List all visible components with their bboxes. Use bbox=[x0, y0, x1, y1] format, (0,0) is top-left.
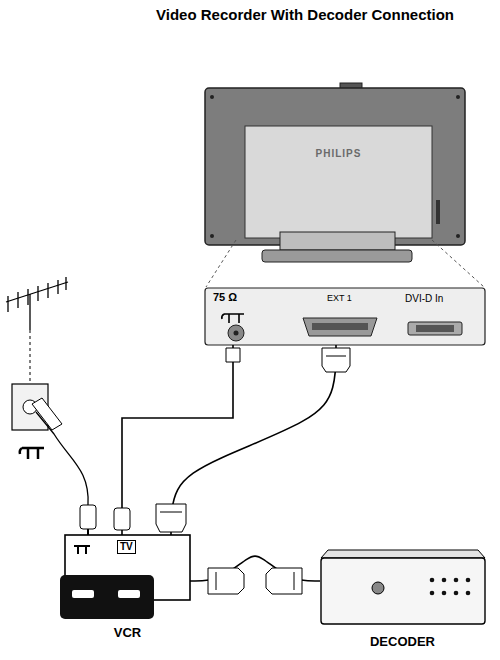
cable bbox=[171, 345, 336, 535]
scart-plug-ridge bbox=[216, 572, 217, 590]
decoder-top bbox=[321, 550, 485, 558]
vcr-box: TVVCR bbox=[65, 535, 190, 600]
scart-socket-pins bbox=[312, 323, 368, 330]
port-label: TV bbox=[117, 540, 136, 554]
rf-angle-plug bbox=[226, 348, 240, 362]
scart-plug-ridge bbox=[294, 572, 295, 590]
antenna-symbol bbox=[20, 448, 44, 459]
cassette-slot-window bbox=[72, 590, 94, 598]
scart-plug bbox=[322, 348, 350, 372]
connection-panel: 75 Ω EXT 1 DVI-D In bbox=[205, 288, 485, 345]
cassette-slot-window bbox=[118, 590, 140, 598]
tv-stand-base bbox=[262, 250, 412, 262]
decoder-button bbox=[372, 582, 384, 594]
aerial bbox=[6, 277, 68, 330]
rf-socket bbox=[228, 325, 244, 341]
cassette-slot bbox=[60, 575, 154, 619]
scart-plug-ridge bbox=[326, 356, 346, 357]
decoder-leds bbox=[430, 578, 471, 596]
rf-plug bbox=[32, 398, 62, 430]
antenna-symbol bbox=[222, 314, 244, 323]
zoom-line bbox=[432, 240, 484, 287]
aerial-lead bbox=[30, 330, 31, 382]
rf-plug bbox=[80, 505, 96, 529]
dvi-socket bbox=[408, 322, 462, 335]
tv-rear-panel bbox=[245, 126, 432, 238]
tv-rear-body bbox=[205, 88, 465, 245]
port-label: 75 Ω bbox=[213, 291, 237, 304]
rf-plug-pin bbox=[87, 529, 89, 535]
device-label: VCR bbox=[65, 626, 190, 641]
tv-side-controls bbox=[436, 200, 440, 224]
port-label: EXT 1 bbox=[327, 293, 352, 303]
antenna-symbol bbox=[74, 546, 90, 554]
zoom-line bbox=[206, 240, 236, 287]
brand-label: PHILIPS bbox=[245, 148, 432, 160]
tv-stand-neck bbox=[280, 232, 395, 250]
tv-screw bbox=[210, 234, 214, 238]
device-label: DECODER bbox=[320, 635, 485, 650]
diagram-title: Video Recorder With Decoder Connection bbox=[130, 6, 480, 23]
tv-screw bbox=[456, 234, 460, 238]
decoder-body bbox=[321, 558, 485, 624]
scart-plug bbox=[208, 568, 244, 594]
rf-socket-pin bbox=[234, 331, 239, 336]
cable bbox=[122, 345, 233, 535]
tv-screw bbox=[456, 95, 460, 99]
connection-panel bbox=[205, 288, 485, 345]
scart-plug-ridge bbox=[160, 512, 182, 513]
vcr-body bbox=[65, 535, 190, 600]
scart-plug bbox=[156, 504, 186, 532]
scart-plug bbox=[266, 568, 302, 594]
aerial-cable bbox=[36, 412, 88, 505]
dvi-socket-pins bbox=[416, 325, 454, 332]
decoder-box: DECODER bbox=[320, 550, 485, 625]
rf-plug bbox=[114, 508, 130, 530]
tv-rear: PHILIPS bbox=[205, 88, 465, 245]
tv-screw bbox=[210, 95, 214, 99]
port-label: DVI-D In bbox=[405, 293, 443, 305]
scart-socket bbox=[303, 318, 377, 336]
